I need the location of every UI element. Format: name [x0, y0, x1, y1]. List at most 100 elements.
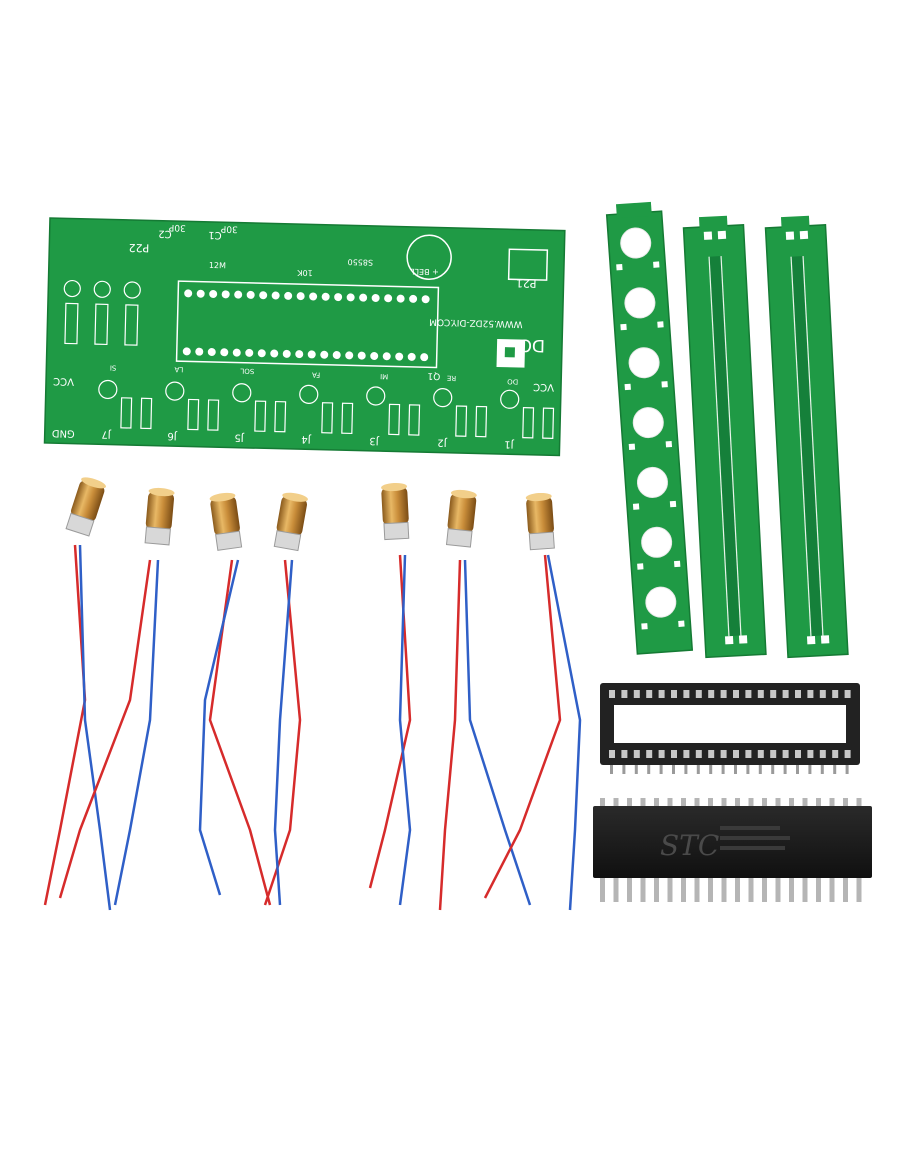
pcb-jack-footprint: [98, 379, 118, 400]
pcb-label-p21: P21: [516, 276, 537, 290]
socket-pin: [783, 760, 787, 774]
socket-hole: [782, 690, 789, 698]
blue-wire: [273, 559, 294, 906]
pcb-jack-footprint: [433, 388, 453, 408]
laser-module: [43, 477, 112, 911]
chip-pin: [762, 874, 767, 902]
pcb-label-s8550: S8550: [347, 257, 373, 267]
pcb-resistor-footprint: [94, 303, 109, 346]
pcb-jack-j3: J3: [369, 435, 380, 446]
chip-pin: [667, 798, 673, 808]
strip-hole: [636, 466, 668, 498]
laser-brass-housing: [145, 491, 175, 531]
socket-hole: [844, 750, 851, 758]
socket-hole: [819, 690, 826, 698]
pcb-resistor-footprint: [475, 405, 488, 438]
socket-pin: [820, 760, 824, 774]
laser-module: [58, 487, 175, 906]
laser-brass-housing: [276, 495, 307, 537]
pcb-resistor-footprint: [120, 397, 133, 429]
red-wire: [438, 559, 462, 911]
laser-module: [368, 482, 412, 906]
chip-pin: [735, 874, 740, 902]
chip-pin: [789, 798, 794, 808]
socket-pin: [696, 760, 700, 774]
blue-wire: [463, 559, 532, 906]
chip-pin: [735, 798, 740, 808]
chip-pin: [708, 874, 713, 902]
pcb-pin-fa: FA: [312, 370, 321, 378]
socket-hole: [609, 690, 615, 698]
socket-hole: [671, 750, 677, 758]
red-wire: [58, 559, 152, 899]
socket-pin: [634, 760, 638, 774]
pcb-pad: [271, 291, 280, 300]
socket-hole: [695, 750, 702, 758]
pcb-resistor-footprint: [522, 407, 535, 439]
pcb-label-website: WWW.52DZ-DIY.COM: [429, 316, 523, 328]
pcb-pad: [221, 290, 230, 299]
red-wire: [208, 559, 272, 906]
pcb-pin-sol: SOL: [240, 367, 254, 375]
chip-pin: [829, 874, 835, 902]
pcb-button-footprint: [63, 279, 81, 298]
chip-pin: [829, 798, 835, 808]
chip-pin: [762, 798, 767, 808]
laser-solder-tab: [65, 512, 95, 537]
laser-solder-tab: [273, 530, 302, 552]
chip-pin: [640, 874, 646, 902]
pcb-pad: [396, 294, 405, 303]
pcb-pad: [270, 349, 279, 358]
red-wire: [368, 554, 412, 889]
chip-pin: [654, 874, 659, 902]
laser-mount-pcb-slotted-2: [764, 215, 849, 659]
pcb-resistor-footprint: [64, 302, 79, 345]
pcb-jack-j2: J2: [437, 437, 448, 448]
laser-brass-housing: [210, 496, 240, 536]
laser-brass-housing: [526, 496, 554, 536]
pcb-jack-j1: J1: [504, 438, 515, 449]
chip-pin: [600, 798, 605, 808]
socket-pin: [721, 760, 725, 774]
pcb-pad: [220, 348, 229, 357]
chip-pin: [708, 798, 713, 808]
strip-hole: [624, 287, 656, 319]
chip-pin: [721, 798, 727, 808]
chip-pin: [694, 874, 700, 902]
red-wire: [43, 544, 87, 906]
laser-brass-housing: [447, 493, 477, 533]
pcb-pad: [409, 294, 418, 303]
socket-hole: [733, 690, 739, 698]
chip-pin: [748, 798, 754, 808]
blue-wire: [398, 554, 412, 906]
socket-hole: [757, 750, 764, 758]
laser-brass-housing: [71, 480, 105, 522]
pcb-pad: [234, 290, 243, 299]
pcb-pad: [421, 295, 430, 304]
pcb-jack-footprint: [366, 386, 386, 406]
chip-pin: [856, 874, 862, 902]
socket-hole: [671, 690, 677, 698]
pcb-label-bell: + BELL: [409, 267, 438, 277]
socket-hole: [633, 750, 640, 758]
pcb-pad: [334, 293, 343, 302]
laser-solder-tab: [144, 526, 171, 546]
chip-pin: [816, 798, 821, 808]
pcb-resistor-footprint: [187, 398, 200, 431]
pcb-jack-j7: J7: [101, 428, 112, 439]
chip-pin: [843, 798, 848, 808]
socket-pin: [746, 760, 750, 774]
socket-hole: [819, 750, 826, 758]
pcb-resistor-footprint: [140, 397, 153, 430]
pcb-button-footprint: [123, 281, 141, 299]
chip-pin: [789, 874, 794, 902]
pcb-pad: [209, 290, 218, 299]
socket-hole: [757, 690, 764, 698]
pcb-pad: [296, 292, 305, 301]
pcb-pad: [195, 347, 204, 356]
ic-socket-40pin: [600, 683, 860, 774]
pcb-pad: [245, 348, 254, 357]
pcb-pad: [321, 292, 330, 301]
socket-pin: [796, 760, 799, 774]
pcb-jack-footprint: [299, 384, 319, 404]
